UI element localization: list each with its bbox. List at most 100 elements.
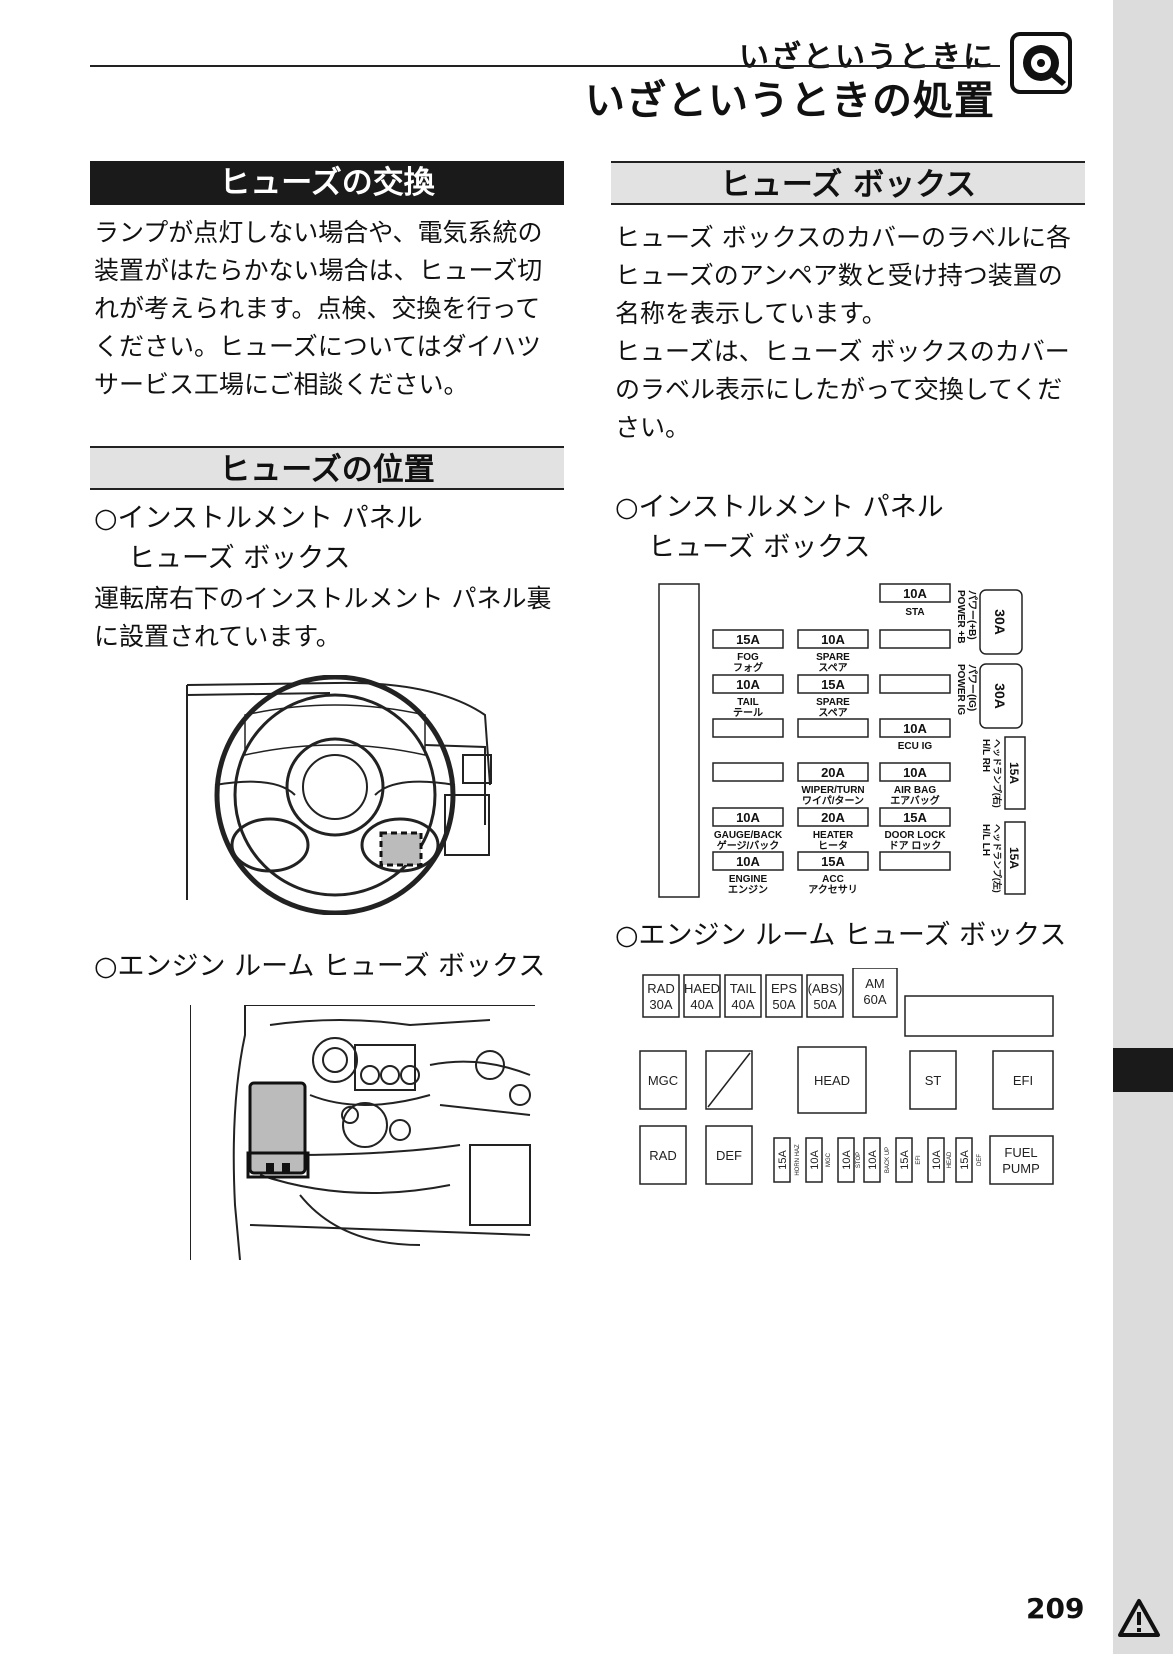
fuse-label: エンジン [728, 884, 768, 896]
fuse-amp: 30A [649, 997, 672, 1012]
relay-label: FUEL [1004, 1145, 1037, 1160]
fuse-label: スペア [818, 662, 847, 674]
relay-label: ST [925, 1073, 942, 1088]
engine-fuse-diagram: RAD 30A HAED 40A TAIL 40A EPS 50A (ABS) … [639, 968, 1054, 1185]
fuse-amp: 20A [821, 810, 845, 825]
fuse-label: MGC [826, 1152, 832, 1167]
fuse-amp: 10A [736, 677, 760, 692]
fuse-label: GAUGE/BACK [714, 830, 783, 841]
fuse-label: H/L RH [980, 739, 991, 772]
fuse-amp: 15A [821, 677, 845, 692]
fuse-label: SPARE [816, 652, 850, 663]
fuse-amp: 30A [992, 609, 1008, 635]
panel-box-title: ○インストルメント パネル [94, 503, 423, 534]
chapter-title: いざというときの処置 [585, 78, 995, 124]
fuse-name: HAED [684, 981, 720, 996]
fuse-label: フォグ [733, 661, 763, 674]
fuse-box-text: ヒューズ ボックスのカバーのラベルに各 ヒューズのアンペア数と受け持つ装置の 名… [615, 219, 1085, 447]
panel-box-title-right-2: ヒューズ ボックス [648, 532, 871, 563]
fuse-label: ECU IG [898, 741, 933, 752]
fuse-amp: 10A [809, 1150, 821, 1170]
fuse-amp: 15A [777, 1150, 789, 1170]
fuse-label: スペア [818, 707, 847, 719]
text-line: ヒューズは、ヒューズ ボックスのカバー [615, 337, 1070, 366]
fuse-label: TAIL [737, 697, 758, 708]
fuse-amp: 10A [736, 854, 760, 869]
fuse-label: パワー(+B) [966, 590, 978, 640]
fuse-label: ACC [822, 874, 844, 885]
fuse-amp: 50A [813, 997, 836, 1012]
fuse-amp: 15A [1007, 847, 1021, 869]
fuse-label: HEAD [947, 1151, 953, 1168]
page-number: 209 [1026, 1592, 1085, 1625]
fuse-label: ゲージ/バック [717, 839, 780, 852]
fuse-label: H/L LH [980, 824, 991, 856]
fuse-amp: 40A [731, 997, 754, 1012]
fuse-label: アクセサリ [808, 884, 858, 896]
fuse-label: DEF [977, 1154, 983, 1166]
warning-icon [1118, 1599, 1160, 1637]
relay-label: MGC [648, 1073, 678, 1088]
fuse-label: STA [905, 607, 924, 618]
text-line: のラベル表示にしたがって交換してくだ [615, 375, 1063, 404]
relay-label: EFI [1013, 1073, 1033, 1088]
text-line: ランプが点灯しない場合や、電気系統の [94, 218, 543, 247]
emergency-chapter-icon [1010, 32, 1072, 94]
fuse-amp: 10A [903, 721, 927, 736]
fuse-amp: 15A [736, 632, 760, 647]
fuse-name: TAIL [730, 981, 757, 996]
fuse-amp: 10A [841, 1150, 853, 1170]
fuse-amp: 10A [903, 586, 927, 601]
relay-label: RAD [649, 1148, 676, 1163]
fuse-box-heading: ヒューズ ボックス [611, 161, 1085, 205]
fuse-label: ヒータ [818, 840, 848, 852]
fuse-label: ENGINE [729, 874, 768, 885]
text-line: ヒューズ ボックスのカバーのラベルに各 [615, 223, 1071, 252]
fuse-amp: 15A [899, 1150, 911, 1170]
fuse-label: HEATER [813, 830, 854, 841]
relay-label: PUMP [1002, 1161, 1040, 1176]
fuse-label: STOP [856, 1152, 862, 1168]
fuse-amp: 10A [931, 1150, 943, 1170]
chapter-subtitle: いざというときに [739, 40, 995, 75]
relay-label: HEAD [814, 1073, 850, 1088]
relay-label: DEF [716, 1148, 742, 1163]
engine-room-illustration [190, 1005, 535, 1260]
fuse-location-heading: ヒューズの位置 [90, 446, 564, 490]
fuse-label: EFI [916, 1155, 922, 1165]
panel-fuse-diagram: 10A STA 15A FOG フォグ 10A SPARE スペア 10A TA… [658, 583, 1026, 898]
dashboard-illustration [186, 675, 492, 915]
fuse-label: パワー(IG) [966, 664, 978, 711]
fuse-amp: 40A [690, 997, 713, 1012]
fuse-replace-heading: ヒューズの交換 [90, 161, 564, 205]
fuse-name: (ABS) [808, 981, 843, 996]
panel-location-text: 運転席右下のインストルメント パネル裏 に設置されています。 [94, 580, 564, 656]
fuse-amp: 60A [863, 992, 886, 1007]
fuse-amp: 50A [772, 997, 795, 1012]
fuse-label: SPARE [816, 697, 850, 708]
fuse-label: AIR BAG [894, 785, 936, 796]
text-line: れが考えられます。点検、交換を行って [94, 294, 541, 323]
text-line: ください。ヒューズについてはダイハツ [94, 332, 542, 361]
fuse-amp: 15A [1007, 762, 1021, 784]
section-index-tab[interactable] [1113, 1048, 1173, 1092]
fuse-amp: 15A [959, 1150, 971, 1170]
fuse-amp: 10A [736, 810, 760, 825]
fuse-name: EPS [771, 981, 797, 996]
fuse-label: ドア ロック [889, 840, 942, 852]
fuse-label: ワイパ/ターン [802, 795, 864, 807]
panel-box-title-right: ○インストルメント パネル [615, 492, 944, 523]
fuse-name: AM [865, 976, 885, 991]
fuse-label: BACK UP [885, 1147, 891, 1173]
fuse-amp: 10A [867, 1150, 879, 1170]
fuse-amp: 30A [992, 683, 1008, 709]
fuse-label: FOG [737, 652, 759, 663]
fuse-name: RAD [647, 981, 674, 996]
panel-box-title-2: ヒューズ ボックス [128, 543, 351, 574]
fuse-label: WIPER/TURN [801, 785, 864, 796]
fuse-label: DOOR LOCK [884, 830, 946, 841]
fuse-label: POWER +B [955, 590, 966, 644]
fuse-label: HORN HAZ [795, 1144, 801, 1176]
engine-box-title-right: ○エンジン ルーム ヒューズ ボックス [615, 920, 1067, 951]
fuse-amp: 15A [903, 810, 927, 825]
